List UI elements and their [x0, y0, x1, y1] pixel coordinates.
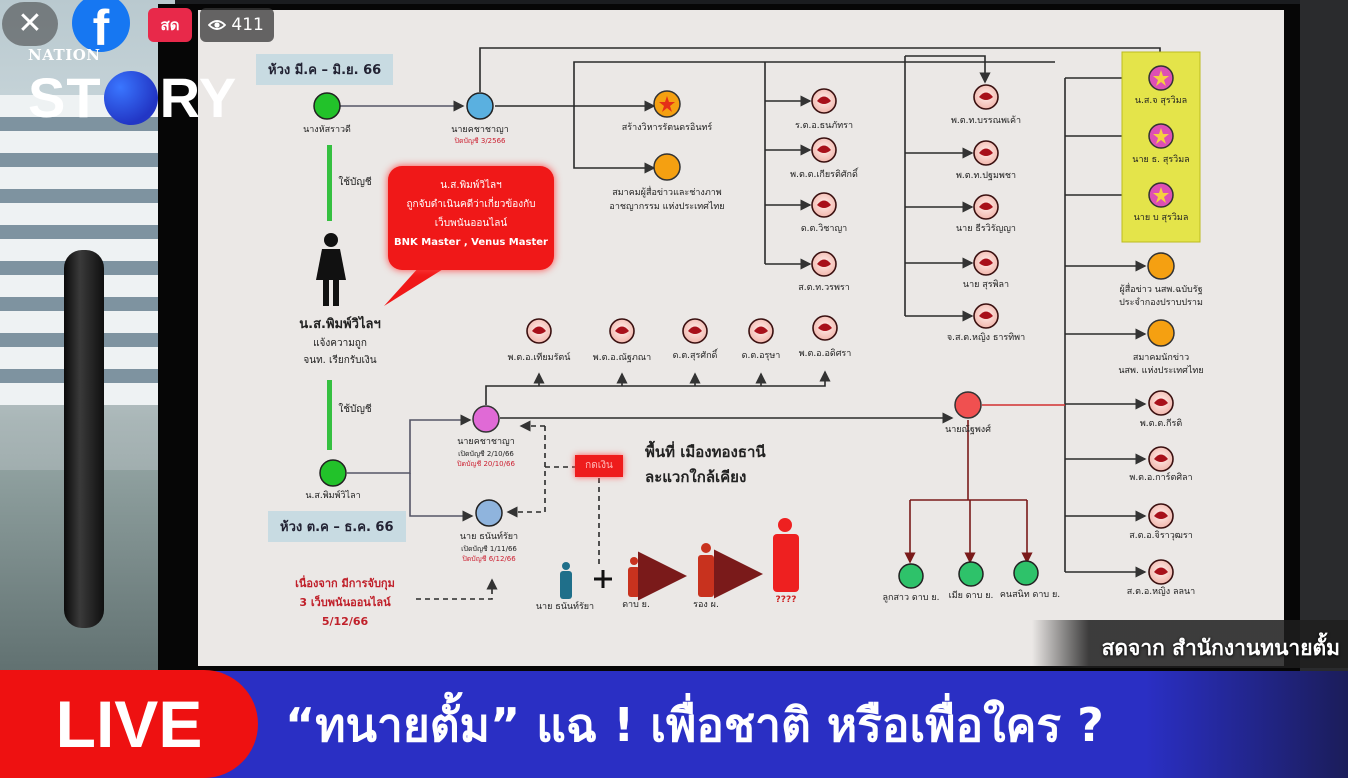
node-label: พ.ต.ท.ปฐมพชา [956, 171, 1016, 181]
node-label: ลูกสาว ดาบ ย. [882, 593, 940, 603]
brand-text: RY [159, 66, 238, 129]
node-label: สมาคมนักข่าว [1132, 353, 1190, 363]
node-label: ด.ต.อรุษา [741, 351, 781, 361]
area-text: พื้นที่ เมืองทองธานี ละแวกใกล้เคียง [645, 440, 766, 490]
node-label: น.ส.จ สุรวิมล [1134, 96, 1188, 106]
period-label-1: ห้วง มี.ค – มิ.ย. 66 [256, 54, 394, 85]
node-label: ด.ต.วิชาญา [800, 224, 848, 234]
node-sublabel: ปิดบัญชี 3/2566 [454, 137, 506, 145]
door-handle [64, 250, 104, 628]
node-label: นาย ธีรวิรัญญา [956, 224, 1016, 234]
live-badge: LIVE [0, 670, 258, 778]
node-label: ประจำกองปราบปราม [1119, 298, 1203, 308]
eye-icon [207, 20, 227, 30]
node-label: นาย บ สุรวิมล [1133, 213, 1189, 223]
node-label: นาย ธ. สุรวิมล [1132, 155, 1190, 165]
bubble-line: เว็บพนันออนไลน์ [434, 218, 508, 229]
use-account-label: ใช้บัญชี [338, 404, 372, 415]
node-sublabel: เปิดบัญชี 2/10/66 [458, 450, 514, 458]
node-sublabel: เปิดบัญชี 1/11/66 [461, 545, 517, 553]
bubble-line: ถูกจับดำเนินคดีว่าเกี่ยวข้องกับ [406, 199, 536, 210]
node-label: สมาคมผู้สื่อข่าวและช่างภาพ [612, 188, 722, 198]
node-label: จ.ส.ต.หญิง ธารทิพา [946, 333, 1026, 343]
area-line: ละแวกใกล้เคียง [645, 468, 747, 486]
person-label: นาย ธนันท์รัยา [535, 602, 595, 612]
node-label: คนสนิท ดาบ ย. [999, 590, 1061, 600]
node-label: พ.ต.ท.บรรณพเค้า [950, 116, 1022, 126]
node-label: พ.ต.อ.เทียมรัตน์ [507, 353, 571, 363]
node-label: ร.ต.อ.ธนภัทรา [794, 121, 854, 131]
headline-text: “ทนายตั้ม” แฉ ! เพื่อชาติ หรือเพื่อใคร ? [285, 698, 1104, 752]
note-line: 5/12/66 [321, 615, 369, 628]
node-label: พ.ต.ต.เกียรติศักดิ์ [790, 170, 858, 180]
bubble-line: น.ส.พิมพ์วิไลฯ [440, 180, 502, 191]
node-label: นางหัสราวดี [303, 125, 351, 135]
node-sublabel: ปิดบัญชี 6/12/66 [462, 555, 516, 563]
viewer-count: 411 [200, 8, 274, 42]
node-sublabel: ปิดบัญชี 20/10/66 [457, 460, 515, 468]
brand-nation: NATION [28, 46, 101, 64]
arrest-note: เนื่องจาก มีการจับกุม 3 เว็บพนันออนไลน์ … [285, 574, 405, 631]
close-button[interactable]: ✕ [2, 2, 58, 46]
facebook-icon: f [72, 0, 130, 56]
node-label: อาชญากรรม แห่งประเทศไทย [609, 202, 725, 212]
note-line: 3 เว็บพนันออนไลน์ [299, 596, 391, 609]
brand-story: ST RY [28, 66, 237, 130]
node-label: พ.ต.อ.การ์ตศิลา [1129, 473, 1193, 483]
node-label: นาย สุรพิลา [962, 280, 1010, 290]
live-indicator: สด [148, 8, 192, 42]
node-label: สร้างวิหารรัตนดรอินทร์ [621, 123, 713, 133]
woman-sub: แจ้งความถูก [313, 338, 367, 349]
background-right [1300, 0, 1348, 680]
period-label-2: ห้วง ต.ค – ธ.ค. 66 [268, 511, 406, 542]
node-label: ผู้สื่อข่าว นสพ.ฉบับรัฐ [1119, 285, 1203, 295]
viewer-count-value: 411 [231, 15, 264, 35]
note-line: เนื่องจาก มีการจับกุม [295, 577, 395, 590]
node-label: พ.ต.อ.ณัฐภณา [592, 353, 652, 363]
area-line: พื้นที่ เมืองทองธานี [645, 443, 766, 461]
node-label: เมีย ดาบ ย. [948, 591, 994, 601]
node-label: ส.ต.ท.วรพรา [798, 283, 850, 293]
woman-sub: จนท. เรียกรับเงิน [303, 355, 377, 366]
brand-orb-icon [103, 71, 158, 125]
person-label: ???? [775, 595, 797, 605]
brand-text: ST [28, 66, 102, 129]
bubble-line: BNK Master , Venus Master [394, 237, 548, 248]
person-label: รอง ผ. [693, 600, 719, 610]
woman-name: น.ส.พิมพ์วิไลฯ [299, 317, 381, 332]
node-label: ส.ต.อ.หญิง ลลนา [1126, 587, 1196, 597]
node-label: พ.ต.อ.อดิศรา [798, 349, 852, 359]
node-label: น.ส.พิมพ์วิไลา [305, 491, 361, 501]
facebook-glyph: f [92, 0, 110, 56]
speech-bubble: น.ส.พิมพ์วิไลฯ ถูกจับดำเนินคดีว่าเกี่ยวข… [388, 166, 554, 270]
close-icon: ✕ [17, 6, 43, 41]
node-label: นายคชาชาญา [457, 437, 515, 447]
node-label: ด.ต.สุรศักดิ์ [672, 351, 718, 361]
node-label: ส.ต.อ.จิราวุฒรา [1129, 531, 1193, 541]
use-account-label: ใช้บัญชี [338, 177, 372, 188]
node-label: นายณัฐพงศ์ [945, 425, 991, 435]
source-caption: สดจาก สำนักงานทนายตั้ม [1032, 620, 1348, 668]
node-label: พ.ต.ต.กีรติ [1139, 419, 1183, 429]
node-label: นายคชาชาญา [451, 125, 509, 135]
person-label: ดาบ ย. [622, 600, 650, 610]
node-label: นาย ธนันท์รัยา [459, 532, 519, 542]
withdraw-box: กดเงิน [575, 455, 623, 477]
node-label: นสพ. แห่งประเทศไทย [1118, 366, 1204, 376]
